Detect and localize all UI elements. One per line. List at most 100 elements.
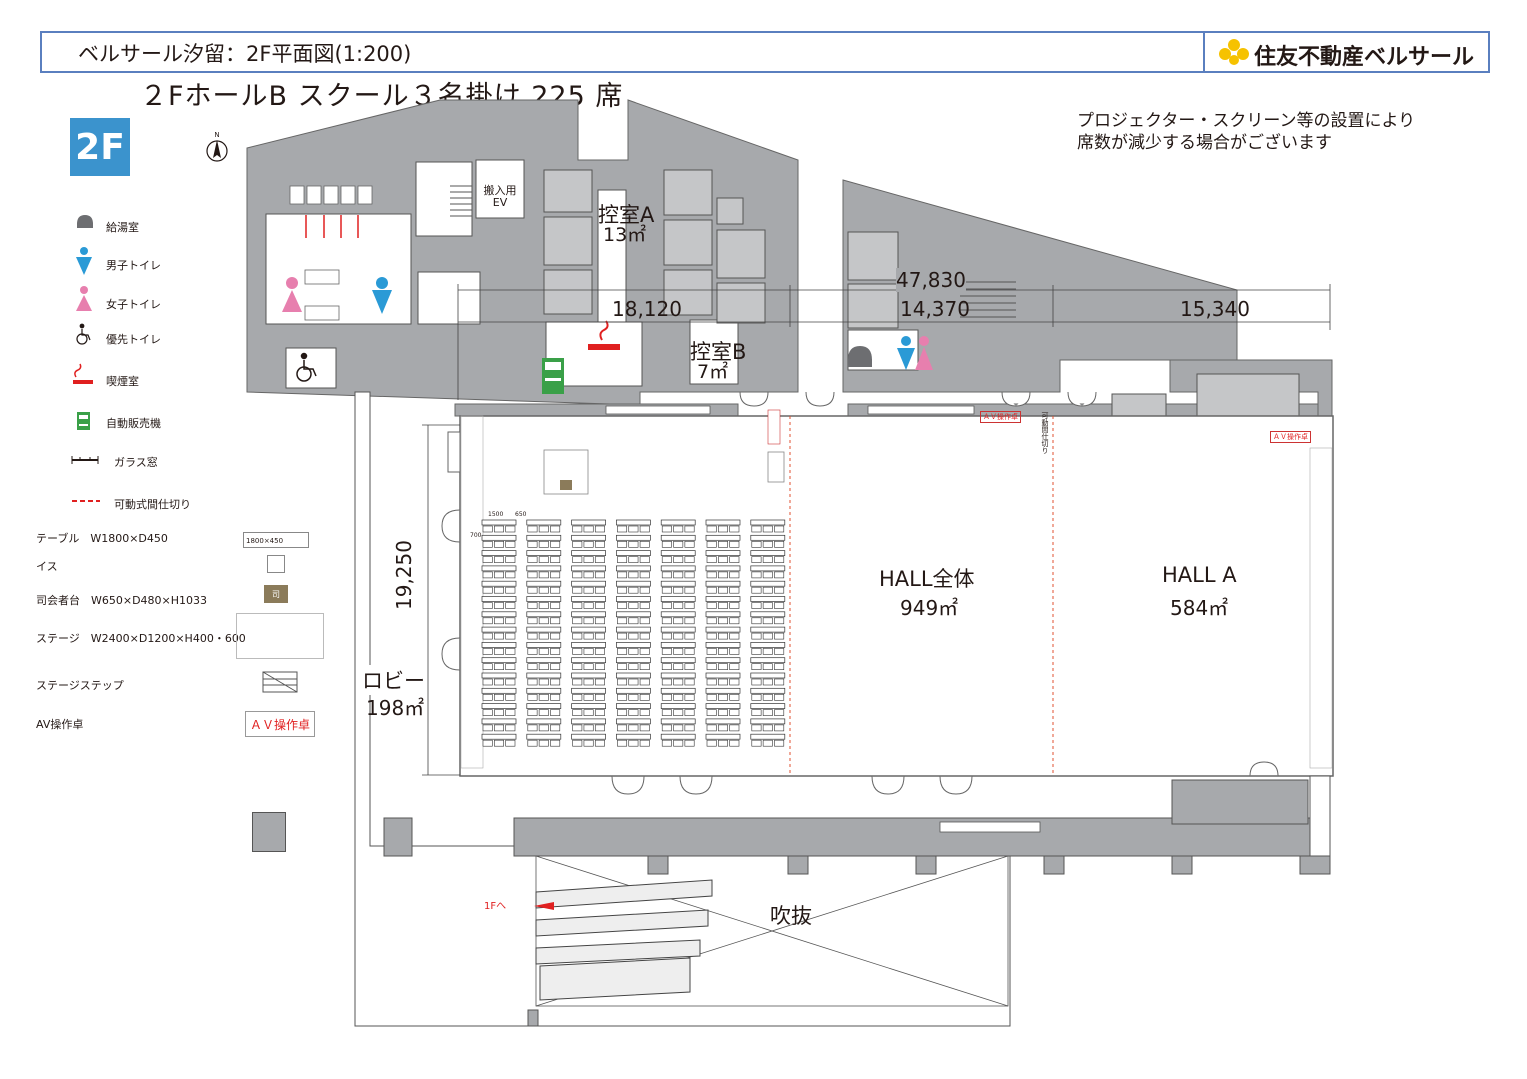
seating-table xyxy=(526,580,562,587)
floor-badge: 2F xyxy=(70,118,130,176)
seating-chair xyxy=(706,556,717,563)
seating-chair xyxy=(706,678,717,686)
seating-chair xyxy=(751,617,762,625)
seating-chair xyxy=(583,678,594,686)
seating-chair xyxy=(594,648,605,655)
seating-chair xyxy=(718,602,728,609)
seating-table xyxy=(526,626,562,633)
seating-chair xyxy=(774,617,785,625)
seating-chair xyxy=(572,724,583,732)
stage-step-icon xyxy=(262,671,298,693)
legend-kyutoshitsu: 給湯室 xyxy=(106,221,139,234)
seating-chair xyxy=(494,739,504,747)
seating-table xyxy=(571,642,606,648)
seating-table xyxy=(660,733,696,740)
seating-chair xyxy=(617,678,628,686)
seating-chair xyxy=(762,571,773,579)
seating-chair xyxy=(572,693,583,701)
seating-chair xyxy=(774,663,785,671)
seating-table xyxy=(616,519,651,526)
seating-chair xyxy=(639,632,650,640)
seating-chair xyxy=(751,586,762,594)
seating-chair xyxy=(774,586,785,594)
seating-table xyxy=(705,550,741,556)
seating-chair xyxy=(538,525,549,533)
seating-table xyxy=(660,657,696,664)
seating-chair xyxy=(762,724,773,732)
hall-main xyxy=(459,415,1334,777)
seating-chair xyxy=(482,709,493,716)
notice-line-2: 席数が減少する場合がございます xyxy=(1077,133,1332,153)
seating-chair xyxy=(482,739,493,747)
seating-chair xyxy=(505,648,516,655)
seating-chair xyxy=(494,709,504,716)
seating-chair xyxy=(527,678,538,686)
seating-chair xyxy=(628,617,639,625)
seating-chair xyxy=(751,724,762,732)
seating-table xyxy=(705,642,741,648)
seating-chair xyxy=(774,678,785,686)
seating-table xyxy=(750,534,786,541)
seating-chair xyxy=(706,724,717,732)
seating-chair xyxy=(718,617,728,625)
seating-table xyxy=(481,611,517,618)
brand-name: 住友不動産ベルサール xyxy=(1254,45,1475,70)
seating-chair xyxy=(628,556,639,563)
seating-chair xyxy=(628,678,639,686)
seating-chair xyxy=(684,586,695,594)
seating-chair xyxy=(505,525,516,533)
seating-chair xyxy=(583,525,594,533)
seating-chair xyxy=(684,617,695,625)
seating-table xyxy=(660,718,696,725)
seating-table xyxy=(660,626,696,633)
seating-table xyxy=(571,534,606,541)
seating-table xyxy=(526,703,562,709)
seating-table xyxy=(750,733,786,740)
spec-podium-sample: 司 xyxy=(264,585,288,603)
seating-table xyxy=(616,580,651,587)
doors xyxy=(441,391,1279,795)
room-a-area: 13㎡ xyxy=(603,224,647,246)
seating-table xyxy=(481,550,517,556)
seating-chair xyxy=(550,739,561,747)
seating-chair xyxy=(482,648,493,655)
seating-chair xyxy=(774,632,785,640)
seating-chair xyxy=(661,617,672,625)
atrium-label: 吹抜 xyxy=(770,904,812,928)
seating-table xyxy=(526,534,562,541)
spec-stage-step-label: ステージステップ xyxy=(36,679,124,692)
seating-chair xyxy=(751,602,762,609)
seating-chair xyxy=(527,602,538,609)
seating-table xyxy=(705,611,741,618)
seating-chair xyxy=(572,556,583,563)
seating-table xyxy=(705,565,741,572)
dim-total: 47,830 xyxy=(896,268,966,292)
seating-table xyxy=(481,565,517,572)
seating-chair xyxy=(505,724,516,732)
seating-chair xyxy=(494,525,504,533)
seating-chair xyxy=(639,586,650,594)
spec-table-label: テーブル W1800×D450 xyxy=(36,532,168,545)
legend-priority-toilet: 優先トイレ xyxy=(106,333,161,346)
stage-step-block xyxy=(767,451,785,483)
spec-av-label: AV操作卓 xyxy=(36,718,84,731)
seating-chair xyxy=(673,724,684,732)
accessible-toilet-icon xyxy=(296,352,317,382)
seating-table xyxy=(571,687,606,694)
av-desk-1: ＡＶ操作卓 xyxy=(980,411,1021,423)
seating-chair xyxy=(482,556,493,563)
seating-chair xyxy=(661,724,672,732)
seating-chair xyxy=(684,678,695,686)
seating-chair xyxy=(639,739,650,747)
seating-chair xyxy=(494,602,504,609)
seating-chair xyxy=(527,556,538,563)
seating-chair xyxy=(673,602,684,609)
seating-chair xyxy=(661,571,672,579)
seating-chair xyxy=(751,571,762,579)
seating-chair xyxy=(505,602,516,609)
seating-chair xyxy=(684,739,695,747)
seating-table xyxy=(481,519,517,526)
seating-chair xyxy=(718,739,728,747)
seating-chair xyxy=(729,632,740,640)
seating-chair xyxy=(729,586,740,594)
